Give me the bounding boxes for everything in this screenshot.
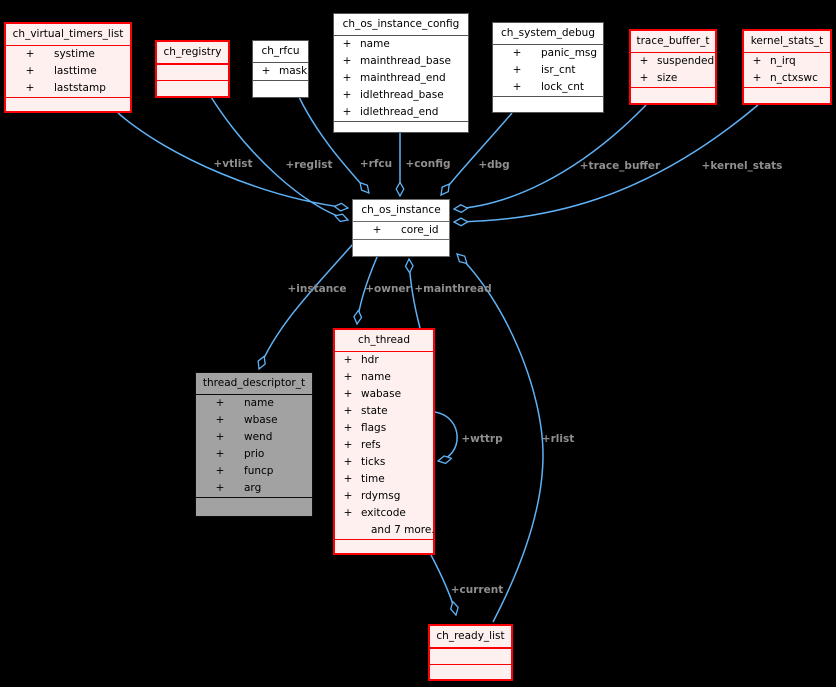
- class-field: +state: [343, 405, 388, 417]
- edge-label-current: +current: [450, 584, 504, 596]
- edge-label-dbg: +dbg: [478, 159, 510, 171]
- class-box-ch-thread[interactable]: ch_thread +hdr +name +wabase +state +fla…: [333, 328, 442, 555]
- empty-compartment: [6, 97, 130, 111]
- class-field: +time: [343, 473, 385, 485]
- class-title: ch_registry: [157, 42, 228, 64]
- class-field: +funcp: [215, 465, 274, 477]
- class-box-ch-os-instance-config[interactable]: ch_os_instance_config +name +mainthread_…: [333, 13, 469, 133]
- edge-reglist: [210, 96, 348, 220]
- class-title: ch_rfcu: [253, 41, 308, 63]
- class-field: +name: [215, 397, 274, 409]
- edge-instance: [259, 243, 354, 369]
- empty-compartment: [430, 663, 511, 680]
- class-box-ch-os-instance[interactable]: ch_os_instance +core_id: [352, 199, 450, 257]
- class-box-trace-buffer-t[interactable]: trace_buffer_t +suspended +size: [629, 29, 717, 105]
- empty-compartment: [253, 80, 308, 97]
- edge-kernel-stats: [454, 104, 759, 222]
- class-field: +name: [342, 38, 390, 50]
- class-field: +ticks: [343, 456, 386, 468]
- edge-dbg: [441, 112, 513, 195]
- class-field: +flags: [343, 422, 387, 434]
- empty-compartment: [493, 96, 603, 112]
- class-field: +n_irq: [752, 55, 796, 67]
- edge-label-wttrp: +wttrp: [461, 433, 503, 445]
- class-field: +lock_cnt: [512, 81, 584, 93]
- class-field: +wend: [215, 431, 273, 443]
- empty-compartment: [353, 239, 449, 256]
- class-field: +arg: [215, 482, 262, 494]
- edge-label-owner: +owner: [365, 283, 411, 295]
- edge-label-rfcu: +rfcu: [359, 158, 393, 170]
- class-field: +mainthread_base: [342, 55, 451, 67]
- class-field-more: and 7 more...: [371, 524, 442, 536]
- class-field: +mask: [261, 65, 308, 77]
- class-box-thread-descriptor-t[interactable]: thread_descriptor_t +name +wbase +wend +…: [195, 372, 313, 517]
- empty-compartment: [631, 87, 715, 103]
- class-field: +prio: [215, 448, 265, 460]
- edge-label-config: +config: [405, 158, 451, 170]
- class-field: +wabase: [343, 388, 402, 400]
- class-title: ch_virtual_timers_list: [6, 24, 130, 46]
- class-field: +wbase: [215, 414, 278, 426]
- class-field: +name: [343, 371, 391, 383]
- edge-label-reglist: +reglist: [285, 159, 333, 171]
- edge-vtlist: [117, 112, 348, 208]
- class-field: +rdymsg: [343, 490, 401, 502]
- class-field: +refs: [343, 439, 381, 451]
- class-title: ch_ready_list: [430, 626, 511, 648]
- class-field: +n_ctxswc: [752, 72, 818, 84]
- empty-compartment: [196, 497, 312, 516]
- empty-compartment: [334, 121, 468, 132]
- class-box-ch-system-debug[interactable]: ch_system_debug +panic_msg +isr_cnt +loc…: [492, 22, 604, 113]
- class-box-ch-ready-list[interactable]: ch_ready_list: [428, 624, 513, 681]
- class-title: ch_system_debug: [493, 23, 603, 45]
- edge-label-mainthread: +mainthread: [414, 283, 492, 295]
- class-title: kernel_stats_t: [744, 31, 830, 53]
- class-field: +suspended: [639, 55, 715, 67]
- class-field: +idlethread_base: [342, 89, 444, 101]
- class-field: +laststamp: [25, 82, 106, 94]
- empty-compartment: [430, 648, 511, 664]
- class-field: +mainthread_end: [342, 72, 446, 84]
- edge-mainthread: [409, 259, 421, 329]
- edge-rlist: [457, 254, 544, 623]
- class-field: +exitcode: [343, 507, 406, 519]
- edge-wttrp: [434, 411, 458, 461]
- class-title: ch_thread: [335, 330, 433, 352]
- class-box-ch-rfcu[interactable]: ch_rfcu +mask: [252, 40, 309, 98]
- edge-label-kernel-stats: +kernel_stats: [701, 160, 783, 172]
- class-box-ch-virtual-timers-list[interactable]: ch_virtual_timers_list +systime +lasttim…: [4, 22, 132, 113]
- empty-compartment: [157, 64, 228, 80]
- class-field: +isr_cnt: [512, 64, 576, 76]
- class-box-ch-registry[interactable]: ch_registry: [155, 40, 230, 98]
- edge-label-trace-buffer: +trace_buffer: [579, 160, 661, 172]
- class-title: ch_os_instance_config: [334, 14, 468, 36]
- class-field: +core_id: [372, 224, 439, 236]
- edge-label-instance: +instance: [287, 283, 347, 295]
- class-field: +size: [639, 72, 678, 84]
- class-title: thread_descriptor_t: [196, 373, 312, 395]
- class-field: +idlethread_end: [342, 106, 439, 118]
- class-title: ch_os_instance: [353, 200, 449, 222]
- edge-owner: [357, 256, 378, 324]
- class-box-kernel-stats-t[interactable]: kernel_stats_t +n_irq +n_ctxswc: [742, 29, 832, 105]
- class-field: +lasttime: [25, 65, 97, 77]
- class-title: trace_buffer_t: [631, 31, 715, 53]
- class-field: +hdr: [343, 354, 379, 366]
- empty-compartment: [157, 80, 228, 96]
- edge-current: [430, 554, 456, 615]
- edge-label-rlist: +rlist: [541, 433, 575, 445]
- class-field: +systime: [25, 48, 95, 60]
- edge-trace-buffer: [454, 104, 647, 209]
- edge-rfcu: [298, 96, 369, 193]
- empty-compartment: [744, 87, 830, 103]
- edge-label-vtlist: +vtlist: [213, 158, 253, 170]
- empty-compartment: [335, 539, 433, 553]
- class-field: +panic_msg: [512, 47, 598, 59]
